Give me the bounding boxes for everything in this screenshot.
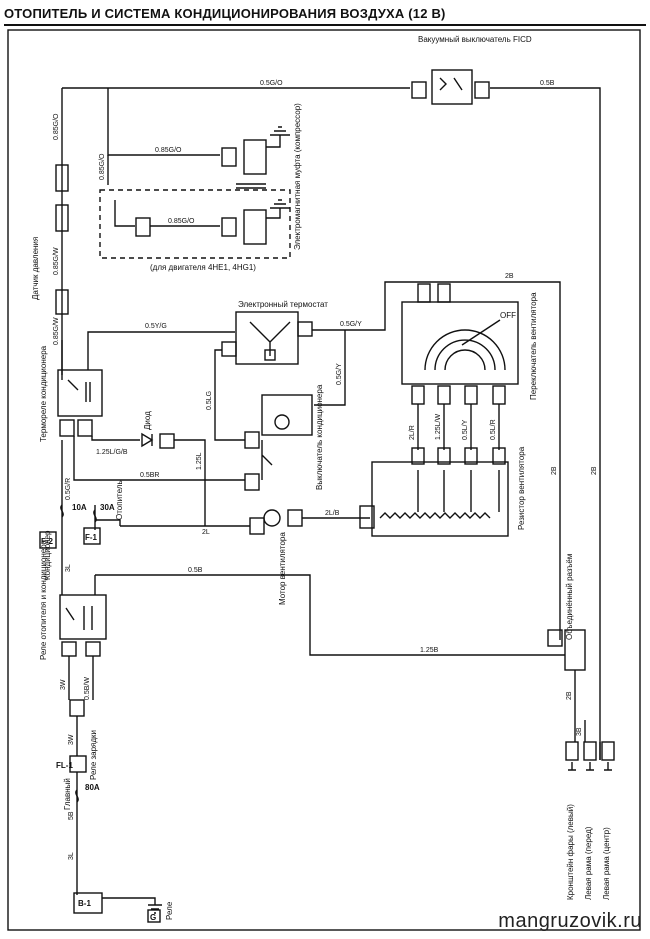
wire-label-05lg: 0.5LG (206, 391, 213, 410)
fuse-heater-label: Отопитель (115, 480, 124, 520)
fuse-ac-label: Кондиционер (43, 530, 52, 580)
connector-j5-a (55, 164, 69, 192)
combined-relay-label: Объединённый разъём (565, 554, 574, 640)
wire-label-2l: 2L (202, 529, 210, 536)
wire-label-05bw: 0.5B/W (84, 677, 91, 700)
lamp-center-label: Левая рама (центр) (602, 827, 611, 900)
wire-label-05gy-v: 0.5G/Y (336, 363, 343, 385)
wire-label-2b-v1: 2B (551, 466, 558, 475)
off-label: OFF (500, 311, 516, 320)
fuse-f2-wire (60, 504, 64, 518)
wire-label-085go-v: 0.85G/O (99, 153, 106, 180)
diode-symbol (141, 432, 154, 448)
relay-label: Реле отопителя и кондиционера (39, 539, 48, 660)
wire-label-2lr: 2L/R (409, 425, 416, 440)
wire-label-3w-2: 3W (68, 734, 75, 745)
wire-label-3l-2: 3L (68, 852, 75, 860)
connector-j6 (55, 289, 69, 315)
wire-label-2b-v2: 2B (591, 466, 598, 475)
wire-label-2b-right: 2B (505, 273, 514, 280)
wire-label-05lr: 0.5L/R (490, 419, 497, 440)
fuse-f2-amp: 10A (72, 503, 87, 512)
fuse-fl1-code: FL-1 (56, 761, 73, 770)
ac-thermo-relay-label: Термореле кондиционера (39, 345, 48, 442)
watermark: mangruzovik.ru (498, 910, 642, 932)
fan-motor-label: Мотор вентилятора (278, 532, 287, 605)
vacuum-switch-label: Вакуумный выключатель FICD (418, 35, 532, 44)
wire-top-left (61, 87, 410, 108)
ac-switch-box (261, 394, 313, 436)
connector-b14 (135, 217, 151, 237)
wire-label-5b: 5B (68, 811, 75, 820)
wire-label-3l: 3L (65, 564, 72, 572)
fuse-f2-code: F-2 (41, 537, 54, 546)
wire-label-2b-bottom: 2B (566, 691, 573, 700)
fuse-fl1-amp: 80A (85, 783, 100, 792)
fan-resistor-body (371, 461, 509, 537)
engine-note-label: (для двигателя 4HE1, 4HG1) (150, 263, 256, 272)
connector-f1 (411, 81, 427, 99)
lamp-front-label: Левая рама (перед) (584, 826, 593, 900)
wire-label-125gb: 1.25L/G/B (96, 449, 128, 456)
battery-code: G (150, 913, 156, 922)
wire-label-085gw-2: 0.85G/W (53, 317, 60, 345)
connector-e6 (221, 217, 237, 237)
ac-switch-label: Выключатель кондиционера (315, 384, 324, 490)
wire-label-125lw: 1.25L/W (435, 414, 442, 440)
fuse-f1-code: F-1 (85, 533, 98, 542)
fuse-f1-amp: 30A (100, 503, 115, 512)
title-underline (4, 24, 646, 26)
fuse-fl1 (75, 789, 79, 803)
wire-label-125l: 1.25L (196, 452, 203, 470)
wire-label-3w: 3W (60, 679, 67, 690)
wire-label-05br: 0.5BR (140, 472, 159, 479)
wire-label-125b: 1.25B (420, 647, 439, 654)
wire-label-05gy: 0.5G/Y (340, 321, 362, 328)
diagram-frame (7, 29, 641, 931)
wire-label-05ly: 0.5L/Y (462, 419, 469, 440)
ac-thermo-relay (57, 369, 103, 417)
wire-label-085go-2: 0.85G/O (168, 218, 195, 225)
battery-connector (73, 892, 103, 914)
diode-label: Диод (143, 411, 152, 430)
wire-label-05gr: 0.5G/R (65, 478, 72, 500)
wire-label-05b-top: 0.5B (540, 80, 555, 87)
wire-label-05yg: 0.5Y/G (145, 323, 167, 330)
wire-label-3b: 3B (576, 727, 583, 736)
wire-label-085go: 0.85G/O (155, 147, 182, 154)
wire-label-05b-mid: 0.5B (188, 567, 203, 574)
compressor-clutch-label: Электромагнитная муфта (компрессор) (293, 103, 302, 250)
battery-label: Реле (165, 901, 174, 920)
wire-label-085gw: 0.85G/W (53, 247, 60, 275)
fan-switch-body (401, 301, 519, 385)
connector-e36 (474, 81, 490, 99)
vacuum-switch-body (431, 69, 473, 105)
ac-switch-lamp (274, 414, 290, 430)
pressure-sensor-label: Датчик давления (31, 237, 40, 300)
compressor-clutch-2 (243, 209, 267, 245)
engine-option-box (99, 189, 291, 259)
fuse-main-label: Главный (63, 778, 72, 810)
charge-relay-label: Реле зарядки (89, 730, 98, 780)
page-title: ОТОПИТЕЛЬ И СИСТЕМА КОНДИЦИОНИРОВАНИЯ ВО… (4, 6, 446, 21)
fan-switch-label: Переключатель вентилятора (529, 292, 538, 400)
compressor-clutch-1 (243, 139, 267, 175)
heater-ac-relay (59, 594, 107, 640)
wire-label-085go-v2: 0.85G/O (53, 113, 60, 140)
wire-label-2lb: 2L/B (325, 510, 340, 517)
connector-j4 (55, 204, 69, 232)
thermostat-label: Электронный термостат (238, 300, 328, 309)
electronic-thermostat (235, 311, 299, 365)
connector-e5 (221, 147, 237, 167)
fuse-f1-wire (93, 509, 97, 523)
battery-code-2: B-1 (78, 899, 91, 908)
wire-label-050go: 0.5G/O (260, 80, 283, 87)
wire-top-right (490, 87, 601, 760)
lamp-left-label: Кронштейн фары (левый) (566, 804, 575, 900)
fan-resistor-label: Резистор вентилятора (517, 446, 526, 530)
fan-motor-symbol (263, 509, 281, 527)
